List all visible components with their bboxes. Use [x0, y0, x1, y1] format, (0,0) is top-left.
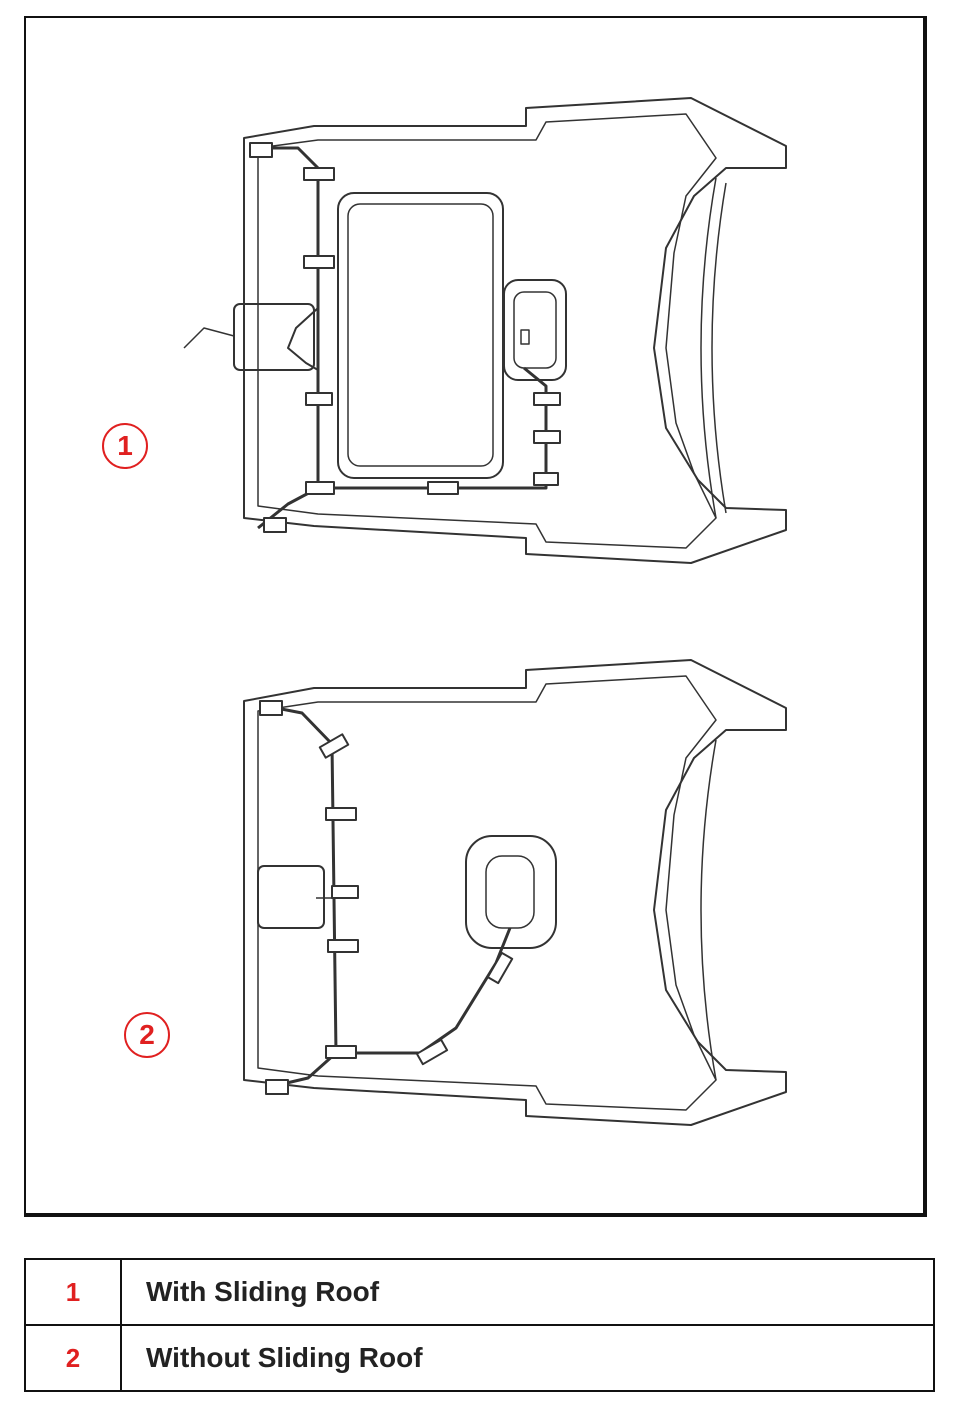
harness-clip — [263, 517, 287, 533]
harness-clip — [259, 700, 283, 716]
harness-clip — [249, 142, 273, 158]
harness-clip — [325, 807, 357, 821]
front-console — [257, 865, 325, 929]
harness-clip — [533, 472, 559, 486]
harness-clip — [415, 1038, 449, 1066]
headliner-without-sliding-roof — [243, 659, 787, 1126]
headliner-outline — [243, 659, 787, 1126]
harness-clip — [318, 733, 350, 759]
harness-clip — [533, 392, 561, 406]
headliner-diagrams — [183, 97, 787, 1126]
callout-1: 1 — [102, 423, 148, 469]
wiring-harness-branch — [287, 307, 319, 371]
rear-window-edge — [711, 182, 727, 514]
headliner-inner-edge — [257, 113, 717, 549]
legend-text: With Sliding Roof — [120, 1258, 935, 1326]
harness-clip — [327, 939, 359, 953]
headliner-outline — [243, 97, 787, 564]
front-console — [233, 303, 315, 371]
harness-clip — [303, 255, 335, 269]
headliner-inner-edge — [257, 675, 717, 1111]
harness-clip — [331, 885, 359, 899]
antenna-lead — [183, 327, 235, 349]
callout-2: 2 — [124, 1012, 170, 1058]
headliner-with-sliding-roof — [183, 97, 787, 564]
harness-clip — [305, 481, 335, 495]
harness-clip — [427, 481, 459, 495]
harness-clip — [303, 167, 335, 181]
sliding-roof-opening-inner — [347, 203, 494, 467]
rear-window-edge — [700, 739, 717, 1081]
harness-clip — [265, 1079, 289, 1095]
dome-lamp-connector — [520, 329, 530, 345]
legend-row: 2 Without Sliding Roof — [24, 1324, 935, 1392]
figure-frame: 1 2 — [24, 16, 927, 1217]
harness-clip — [486, 951, 514, 985]
legend-key: 1 — [24, 1258, 122, 1326]
legend-table: 1 With Sliding Roof 2 Without Sliding Ro… — [24, 1258, 935, 1392]
harness-clip — [533, 430, 561, 444]
legend-key: 2 — [24, 1324, 122, 1392]
harness-clip — [305, 392, 333, 406]
dome-lamp — [485, 855, 535, 929]
legend-text: Without Sliding Roof — [120, 1324, 935, 1392]
sliding-roof-opening — [337, 192, 504, 479]
rear-window-edge — [700, 177, 717, 519]
dome-lamp — [513, 291, 557, 369]
wiring-harness — [265, 704, 512, 1055]
dome-lamp-housing — [503, 279, 567, 381]
harness-clip — [325, 1045, 357, 1059]
legend-row: 1 With Sliding Roof — [24, 1258, 935, 1326]
dome-lamp-housing — [465, 835, 557, 949]
